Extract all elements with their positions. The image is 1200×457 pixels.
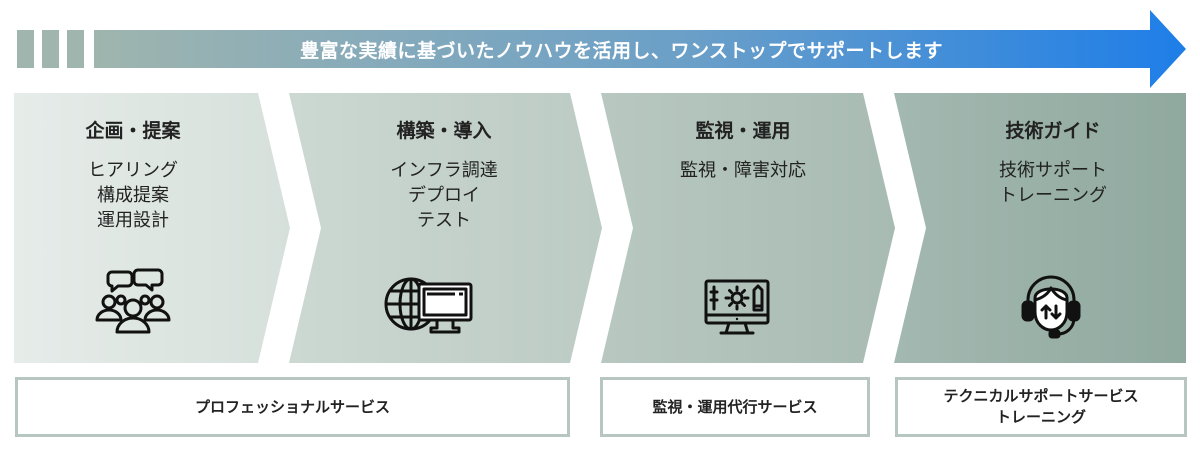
step-4-title: 技術ガイド [1005, 120, 1101, 142]
step-2-item-1: インフラ調達 [390, 160, 498, 181]
step-3-title: 監視・運用 [695, 120, 791, 142]
process-steps [14, 93, 1186, 363]
service-box-professional-line-1: プロフェッショナルサービス [194, 397, 390, 416]
headset-support-icon [1021, 275, 1081, 339]
service-box-monitoring: 監視・運用代行サービス [600, 377, 870, 437]
step-2-item-3: テスト [417, 210, 471, 231]
step-1-item-1: ヒアリング [88, 160, 178, 181]
step-chevron-4 [894, 93, 1186, 363]
step-4-item-2: トレーニング [999, 185, 1107, 206]
step-1: 企画・提案 ヒアリング 構成提案 運用設計 [23, 118, 243, 233]
banner-stripe-1 [17, 30, 34, 68]
step-1-title: 企画・提案 [85, 120, 181, 142]
banner-arrow-body [94, 10, 1186, 88]
step-4-item-1: 技術サポート [999, 160, 1107, 181]
banner-stripe-3 [67, 30, 84, 68]
step-1-item-3: 運用設計 [97, 210, 169, 231]
step-2-title: 構築・導入 [396, 120, 492, 142]
banner-stripe-2 [42, 30, 59, 68]
service-box-monitoring-line-1: 監視・運用代行サービス [652, 397, 818, 416]
step-chevron-1 [14, 93, 290, 363]
monitor-settings-icon [704, 279, 770, 335]
step-4: 技術ガイド 技術サポート トレーニング [943, 118, 1163, 208]
step-1-item-2: 構成提案 [97, 185, 169, 206]
process-banner-arrow [17, 10, 1186, 88]
people-chat-icon [95, 268, 171, 334]
banner-title: 豊富な実績に基づいたノウハウを活用し、ワンストップでサポートします [299, 39, 944, 62]
step-2: 構築・導入 インフラ調達 デプロイ テスト [334, 118, 554, 233]
service-box-technical-support-line-2: トレーニング [995, 408, 1086, 426]
step-2-item-2: デプロイ [408, 185, 480, 206]
step-chevron-3 [601, 93, 895, 363]
step-chevron-2 [289, 93, 602, 363]
step-3-item-1: 監視・障害対応 [680, 160, 806, 181]
service-box-technical-support: テクニカルサポートサービス トレーニング [895, 377, 1187, 437]
globe-computer-icon [384, 277, 473, 334]
service-box-professional: プロフェッショナルサービス [15, 377, 570, 437]
service-box-technical-support-line-1: テクニカルサポートサービス [943, 387, 1139, 405]
step-3: 監視・運用 監視・障害対応 [633, 118, 853, 183]
